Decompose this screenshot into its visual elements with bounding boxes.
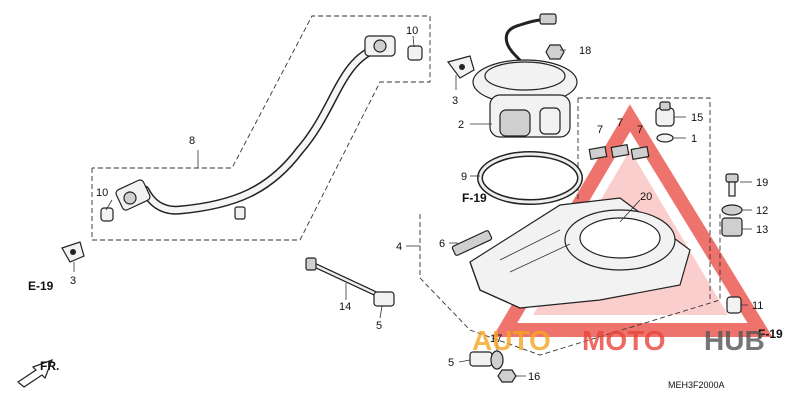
washer-1 [656,133,674,143]
callout-5-upper: 5 [376,320,382,332]
callout-4: 4 [396,241,402,253]
assembly-box-8 [91,15,431,241]
callout-7-b: 7 [617,117,623,129]
callout-17: 17 [490,333,502,345]
callout-7-a: 7 [597,124,603,136]
fuel-tank-body [469,197,691,309]
packing-ring [477,151,583,205]
diagram-code: MEH3F2000A [668,380,725,390]
bracket-3-top [446,55,475,79]
watermark-hub: HUB [704,325,765,356]
watermark-auto: AUTO [472,325,551,356]
ref-f19-top: F-19 [462,191,487,205]
washer-12 [721,204,743,216]
callout-9: 9 [461,171,467,183]
mount-13 [721,217,743,237]
watermark-logo: AUTO MOTO HUB [472,325,765,356]
callout-6: 6 [439,238,445,250]
callout-19: 19 [756,177,768,189]
callout-16: 16 [528,371,540,383]
fuel-hose [140,43,383,220]
setting-plates [588,143,650,161]
callout-18: 18 [579,45,591,57]
callout-10-bottom: 10 [96,187,108,199]
watermark-moto: MOTO [582,325,665,356]
callout-5-lower: 5 [448,357,454,369]
bolt-19 [725,173,739,197]
bolt-11 [726,296,742,314]
clip-10-top [407,45,423,61]
front-arrow-label: FR. [40,359,59,373]
ref-e19: E-19 [28,279,54,293]
collar-5-upper [373,291,395,307]
rod-14 [305,257,388,301]
callout-15: 15 [691,112,703,124]
callout-3-top: 3 [452,95,458,107]
assembly-box-7 [577,97,711,300]
hose-connector-top [364,35,396,57]
callout-8: 8 [189,135,195,147]
callout-13: 13 [756,224,768,236]
fuel-pump-assembly [472,13,578,138]
clip-10-bottom [100,207,114,222]
front-arrow: FR. [16,358,59,388]
rubber-strip-6 [451,230,493,256]
nut-18 [545,44,565,60]
callout-11: 11 [752,300,763,312]
callout-7-c: 7 [637,124,643,136]
ref-f19-right: F-19 [758,327,783,341]
callout-1: 1 [691,133,697,145]
callout-20: 20 [640,191,652,203]
grommet-15 [655,101,675,127]
hose-connector-bottom [115,179,151,211]
callout-12: 12 [756,205,768,217]
callout-14: 14 [339,301,351,313]
nut-16 [497,369,517,383]
bracket-3-bottom [61,241,85,263]
leader-lines [73,35,752,377]
callout-3-bottom: 3 [70,275,76,287]
callout-2: 2 [458,119,464,131]
callout-10-top: 10 [406,25,418,37]
